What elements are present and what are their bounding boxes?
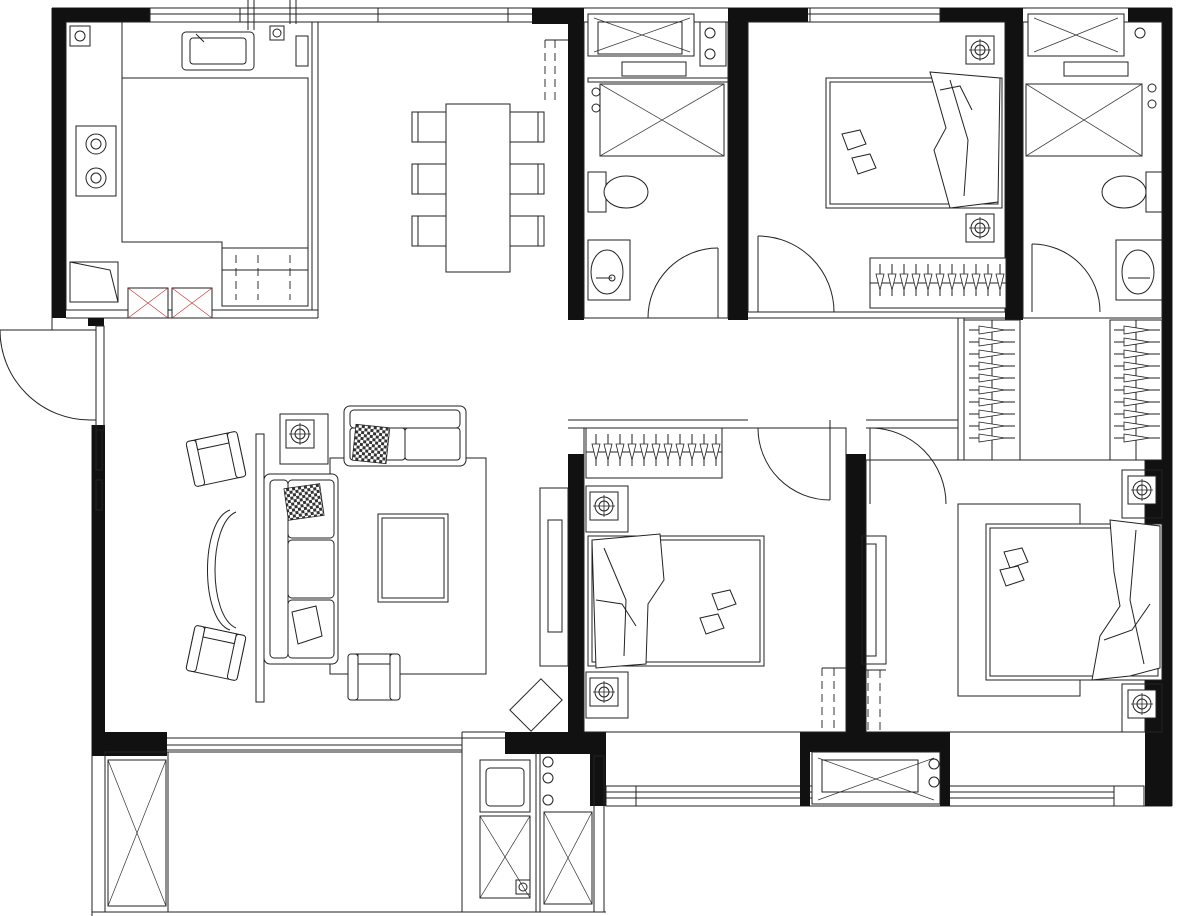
- loveseat: [343, 405, 467, 467]
- bedroom-2: [583, 420, 847, 733]
- dining: [411, 39, 568, 273]
- washbasin-icon-2: [1115, 239, 1163, 301]
- kitchen: [65, 21, 313, 319]
- dining-table: [445, 103, 511, 273]
- coffee-table: [377, 513, 449, 603]
- kitchen-sink-icon: [181, 31, 255, 71]
- stove-icon: [75, 125, 117, 197]
- walls: [52, 8, 1172, 806]
- master-bedroom: [811, 427, 1163, 805]
- washbasin-icon: [587, 239, 631, 301]
- balcony: [104, 751, 605, 913]
- bedroom-1: [747, 21, 1007, 313]
- bathroom-2: [1022, 13, 1163, 319]
- entry-door: [0, 325, 105, 431]
- living-room: [185, 405, 569, 732]
- toilet-icon-2: [1145, 171, 1163, 213]
- bathroom-1: [583, 13, 729, 319]
- sofa: [263, 473, 339, 665]
- corridor-wardrobes: [963, 319, 1163, 461]
- toilet-icon: [587, 171, 607, 213]
